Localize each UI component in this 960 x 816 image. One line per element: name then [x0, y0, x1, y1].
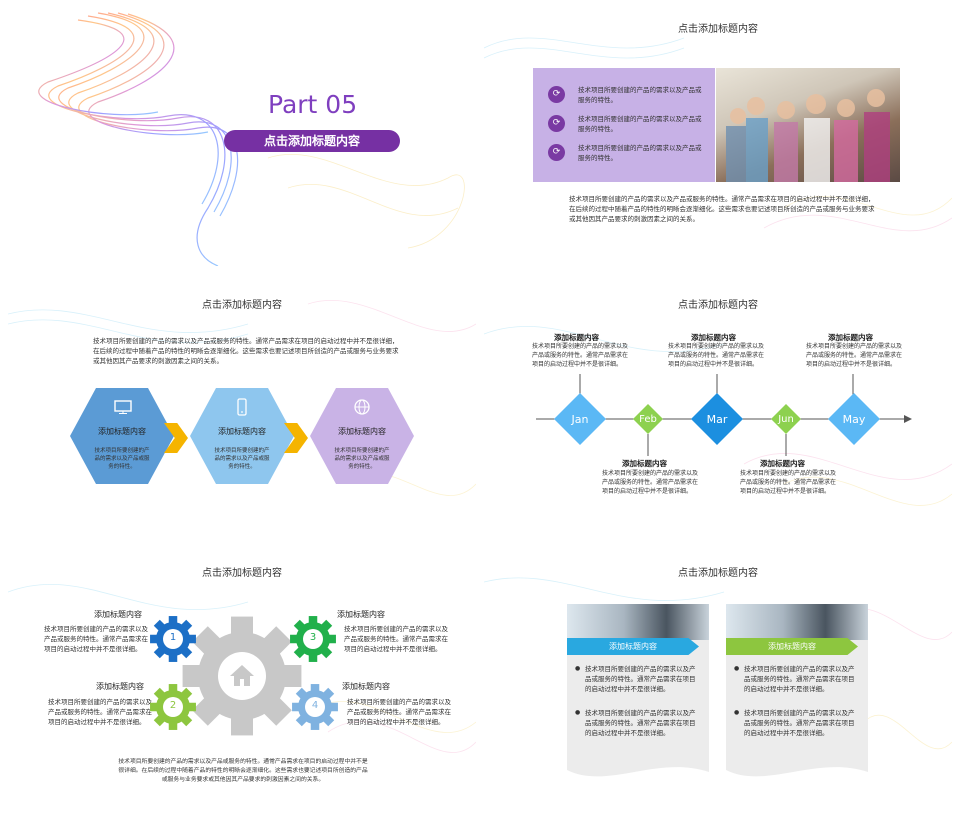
timeline-heading: 添加标题内容	[760, 459, 805, 468]
bullet-item: 技术项目所要创建的产品的需求以及产品或服务的特性。通常产品需求在项目的启动过程中…	[575, 664, 699, 694]
info-card[interactable]: 添加标题内容 技术项目所要创建的产品的需求以及产品或服务的特性。通常产品需求在项…	[726, 604, 868, 790]
month-marker-jun	[771, 404, 801, 434]
timeline-desc: 技术项目所要创建的产品的需求以及产品或服务的特性。通常产品需求在项目的启动过程中…	[668, 343, 765, 368]
month-label: Jan	[571, 413, 589, 426]
refresh-icon: ⟳	[548, 115, 565, 132]
timeline-desc: 技术项目所要创建的产品的需求以及产品或服务的特性。通常产品需求在项目的启动过程中…	[740, 470, 837, 495]
timeline-heading: 添加标题内容	[691, 333, 736, 342]
month-marker-jan	[554, 393, 606, 445]
office-photo	[567, 604, 709, 640]
block-desc: 技术项目所要创建的产品的需求以及产品或服务的特性。通常产品需求在项目的启动过程中…	[44, 625, 148, 653]
timeline-desc: 技术项目所要创建的产品的需求以及产品或服务的特性。通常产品需求在项目的启动过程中…	[806, 343, 903, 368]
block-desc: 技术项目所要创建的产品的需求以及产品或服务的特性。通常产品需求在项目的启动过程中…	[48, 698, 152, 726]
slide-title: 点击添加标题内容	[678, 24, 758, 35]
timeline-heading: 添加标题内容	[828, 333, 873, 342]
timeline-desc: 技术项目所要创建的产品的需求以及产品或服务的特性。通常产品需求在项目的启动过程中…	[602, 470, 699, 495]
hex-title: 添加标题内容	[338, 427, 386, 436]
block-heading: 添加标题内容	[96, 682, 144, 691]
bullet-item: 技术项目所要创建的产品的需求以及产品或服务的特性。通常产品需求在项目的启动过程中…	[734, 664, 858, 694]
block-heading: 添加标题内容	[337, 610, 385, 619]
hex-title: 添加标题内容	[218, 427, 266, 436]
gear-number: 3	[309, 632, 317, 643]
month-marker-feb	[633, 404, 663, 434]
bullet-item: 技术项目所要创建的产品的需求以及产品或服务的特性。通常产品需求在项目的启动过程中…	[575, 708, 699, 738]
month-label: Feb	[639, 414, 657, 425]
slide-title: 点击添加标题内容	[202, 300, 282, 311]
block-desc: 技术项目所要创建的产品的需求以及产品或服务的特性。通常产品需求在项目的启动过程中…	[344, 625, 448, 653]
block-heading: 添加标题内容	[342, 682, 390, 691]
office-photo	[726, 604, 868, 640]
refresh-icon: ⟳	[548, 144, 565, 161]
part-number: Part 05	[268, 90, 358, 119]
phone-icon	[237, 398, 247, 416]
gears-diagram	[150, 616, 338, 736]
body-text: 技术项目所要创建的产品的需求以及产品或服务的特性。通常产品需求在项目的启动过程中…	[118, 759, 368, 783]
gear-number: 2	[169, 700, 177, 711]
feature-item: 技术项目所要创建的产品的需求以及产品或服务的特性。	[578, 144, 702, 162]
smoke-decoration	[484, 37, 952, 232]
block-heading: 添加标题内容	[94, 610, 142, 619]
slide-5[interactable]: 点击添加标题内容 添加标题内容 技术项目所要创建的产品的需求以及产品或服务的特性…	[8, 552, 476, 810]
month-markers	[554, 393, 880, 445]
month-marker-mar	[691, 393, 743, 445]
hex-desc: 技术项目所要创建的产品的需求以及产品或服务的特性。	[94, 448, 150, 470]
card-title: 添加标题内容	[726, 638, 858, 655]
slide-title: 点击添加标题内容	[678, 300, 758, 311]
gear-number: 4	[311, 700, 319, 711]
globe-icon	[354, 399, 370, 415]
hex-card[interactable]	[310, 388, 414, 484]
info-card[interactable]: 添加标题内容 技术项目所要创建的产品的需求以及产品或服务的特性。通常产品需求在项…	[567, 604, 709, 790]
smoke-decoration	[484, 577, 952, 750]
home-icon	[230, 665, 254, 686]
team-photo	[716, 68, 900, 182]
feature-item: 技术项目所要创建的产品的需求以及产品或服务的特性。	[578, 115, 702, 133]
gear-number: 1	[169, 632, 177, 643]
body-text: 技术项目所要创建的产品的需求以及产品或服务的特性。通常产品需求在项目的启动过程中…	[569, 195, 875, 223]
body-text: 技术项目所要创建的产品的需求以及产品或服务的特性。通常产品需求在项目的启动过程中…	[93, 337, 399, 365]
refresh-icon: ⟳	[548, 86, 565, 103]
slide-1[interactable]: Part 05 点击添加标题内容	[8, 8, 476, 266]
slide-6[interactable]: 点击添加标题内容 添加标题内容 技术项目所要创建的产品的需求以及产品或服务的特性…	[484, 552, 952, 810]
section-title-pill[interactable]: 点击添加标题内容	[224, 130, 400, 152]
feature-item: 技术项目所要创建的产品的需求以及产品或服务的特性。	[578, 86, 702, 104]
slide-4[interactable]: 点击添加标题内容 添加标题内容 技术项目所要创建的产品的需求以及产品或服务的特性…	[484, 284, 952, 542]
timeline-heading: 添加标题内容	[622, 459, 667, 468]
timeline-desc: 技术项目所要创建的产品的需求以及产品或服务的特性。通常产品需求在项目的启动过程中…	[532, 343, 629, 368]
smoke-decoration	[484, 325, 952, 506]
month-label: Mar	[706, 413, 728, 426]
monitor-icon	[114, 400, 132, 414]
hex-title: 添加标题内容	[98, 427, 146, 436]
bullet-item: 技术项目所要创建的产品的需求以及产品或服务的特性。通常产品需求在项目的启动过程中…	[734, 708, 858, 738]
month-marker-may	[828, 393, 880, 445]
month-label: Jun	[778, 414, 794, 425]
card-title: 添加标题内容	[567, 638, 699, 655]
timeline-heading: 添加标题内容	[554, 333, 599, 342]
month-label: May	[842, 413, 866, 426]
slide-title: 点击添加标题内容	[678, 568, 758, 579]
slide-3[interactable]: 点击添加标题内容 技术项目所要创建的产品的需求以及产品或服务的特性。通常产品需求…	[8, 284, 476, 542]
slide-title: 点击添加标题内容	[202, 568, 282, 579]
slide-2[interactable]: 点击添加标题内容 ⟳ 技术项目所要创建的产品的需求以及产品或服务的特性。 ⟳ 技…	[484, 8, 952, 266]
hex-desc: 技术项目所要创建的产品的需求以及产品或服务的特性。	[334, 448, 390, 470]
hex-desc: 技术项目所要创建的产品的需求以及产品或服务的特性。	[214, 448, 270, 470]
smoke-ribbon-decoration	[38, 12, 465, 266]
block-desc: 技术项目所要创建的产品的需求以及产品或服务的特性。通常产品需求在项目的启动过程中…	[347, 698, 451, 726]
